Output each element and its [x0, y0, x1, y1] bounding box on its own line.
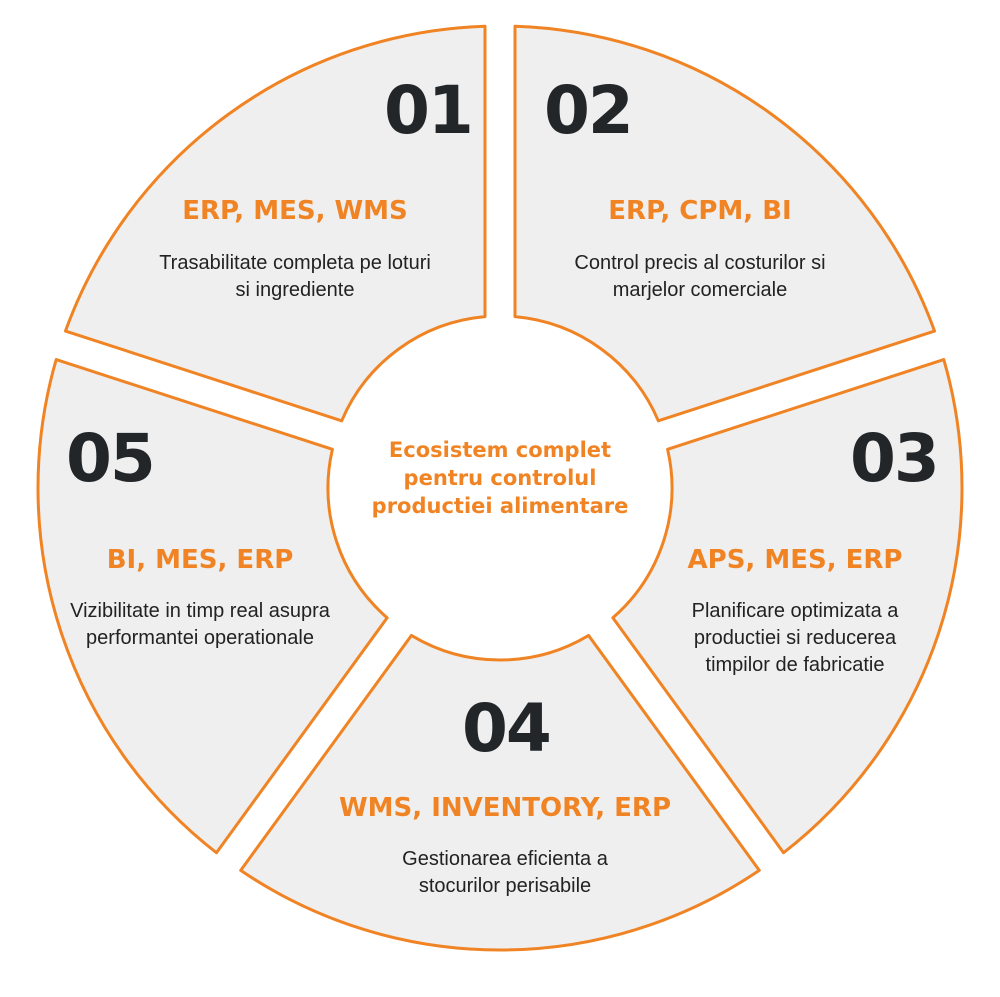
segment-01	[63, 24, 487, 423]
segment-02	[513, 24, 937, 423]
segment-03	[611, 358, 964, 855]
segment-04-systems: WMS, INVENTORY, ERP	[338, 793, 672, 823]
segment-03-systems: APS, MES, ERP	[687, 545, 903, 575]
segment-04	[239, 633, 761, 952]
segment-05-description: Vizibilitate in timp real asupra perform…	[70, 600, 330, 649]
segment-04-description: Gestionarea eficienta a stocurilor peris…	[402, 848, 608, 897]
segment-04-number: 04	[462, 690, 552, 767]
segment-03-description: Planificare optimizata a productiei si r…	[691, 600, 899, 676]
segment-02-number: 02	[544, 72, 634, 149]
segment-05	[36, 358, 389, 855]
segment-01-number: 01	[384, 72, 474, 149]
segment-03-number: 03	[850, 420, 940, 497]
segment-02-description: Control precis al costurilor si marjelor…	[574, 252, 826, 301]
segment-05-systems: BI, MES, ERP	[106, 545, 294, 575]
segment-01-description: Trasabilitate completa pe loturi si ingr…	[159, 252, 431, 301]
segment-01-systems: ERP, MES, WMS	[182, 196, 408, 226]
segment-02-systems: ERP, CPM, BI	[608, 196, 792, 226]
center-title: Ecosistem complet pentru controlul produ…	[371, 438, 629, 518]
segment-05-number: 05	[66, 420, 156, 497]
